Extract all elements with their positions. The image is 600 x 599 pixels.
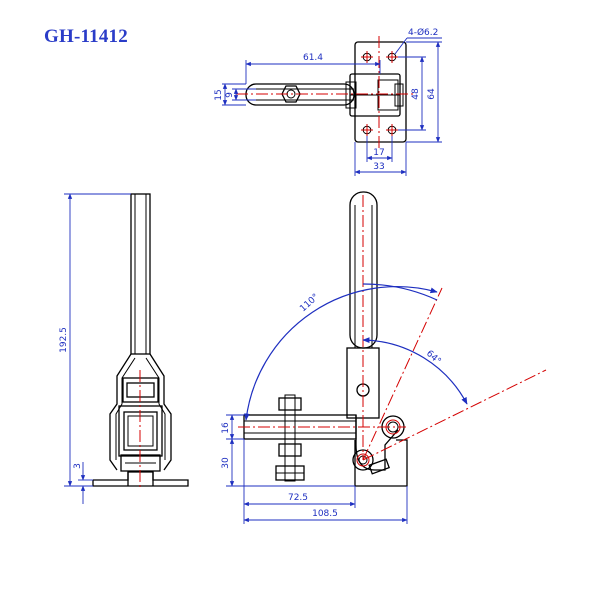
dim-overall-height: 192.5 [59, 327, 69, 353]
side-view: 110° 64° 16 30 72.5 108.5 [221, 191, 547, 524]
front-handle [130, 193, 151, 355]
side-upper-nut [278, 397, 302, 411]
side-spindle [284, 394, 296, 482]
dim-base-width-inner: 17 [373, 148, 384, 158]
dim-base-height-outer: 64 [427, 88, 437, 100]
dim-bar-thickness: 16 [221, 422, 231, 434]
angle-arc-open [243, 286, 438, 421]
dim-bar-width: 15 [214, 89, 224, 100]
top-base-plate [354, 41, 407, 143]
angle-handle-label: 64° [424, 349, 443, 367]
dim-base-thickness: 3 [73, 463, 83, 469]
front-view: 192.5 3 [59, 193, 189, 504]
angle-arc-handle [362, 337, 468, 405]
dim-base-width-outer: 33 [373, 162, 384, 172]
dim-holes: 4-Ø6.2 [408, 27, 438, 38]
top-view: 61.4 4-Ø6.2 15 9 48 64 17 33 [214, 27, 442, 176]
dim-handle-length: 61.4 [303, 53, 323, 63]
angle-open-label: 110° [298, 292, 321, 314]
side-lower-nut [278, 443, 302, 457]
page-title: GH-11412 [44, 26, 128, 47]
dim-bar-inner: 9 [225, 92, 235, 98]
dim-overall-length: 108.5 [312, 509, 338, 519]
dim-base-height-inner: 48 [411, 88, 421, 100]
dim-reach: 72.5 [288, 493, 308, 503]
dim-spindle-height: 30 [221, 457, 231, 469]
